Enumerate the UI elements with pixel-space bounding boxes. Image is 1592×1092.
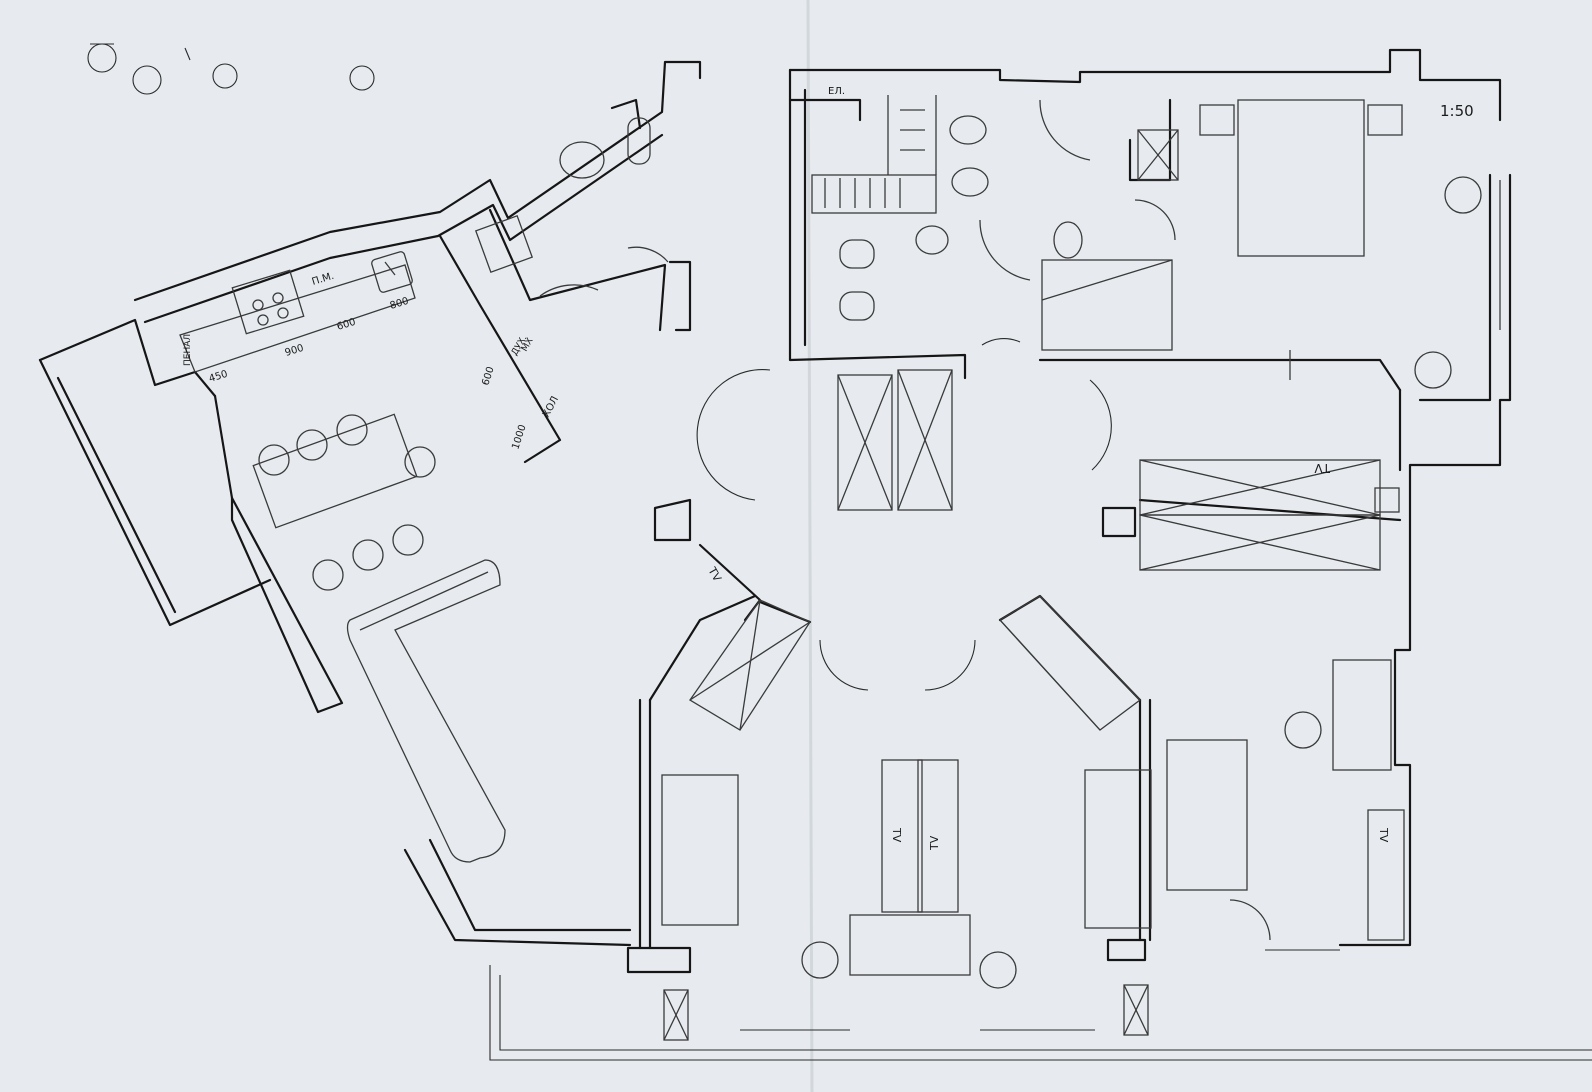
hall-door-swings (696, 338, 1112, 691)
dim-label: 1000 (510, 423, 528, 451)
dim-label: 800 (389, 296, 410, 312)
corner-sketch (87, 43, 375, 95)
penal-label: ПЕНАЛ (183, 334, 193, 366)
plan-labels: 1:50 ЕЛ. ПЕНАЛ П.М. ДУХ. МХ ХОЛ 450 900 … (183, 86, 1474, 851)
dim-label: 900 (284, 343, 305, 359)
dim-label: 600 (480, 365, 496, 387)
tv-label: TV (1377, 827, 1390, 843)
el-label: ЕЛ. (828, 86, 845, 97)
dim-label: 450 (208, 369, 229, 385)
bedroom-bottom-right (1084, 659, 1405, 941)
tv-label: TV (1314, 461, 1331, 475)
bedroom-top-right (1199, 99, 1501, 513)
central-hall-walls (626, 48, 1512, 974)
left-wing-walls (38, 60, 702, 947)
kitchen-counter (179, 251, 416, 373)
pm-label: П.М. (311, 271, 336, 288)
bedroom-bottom-left (661, 759, 1149, 1041)
tv-label: TV (890, 827, 903, 843)
dining-set (252, 413, 436, 591)
scale-label: 1:50 (1440, 102, 1474, 120)
paper-fold (806, 0, 814, 1092)
hol-label: ХОЛ (541, 395, 561, 420)
dim-label: 600 (336, 317, 357, 333)
tv-label: TV (705, 564, 724, 584)
hall-wardrobes (689, 369, 1381, 731)
left-bathroom (474, 117, 669, 297)
upper-bathrooms (811, 95, 1179, 351)
tv-label: TV (928, 835, 941, 851)
l-sofa (346, 559, 506, 863)
terrace-outline (489, 949, 1592, 1061)
